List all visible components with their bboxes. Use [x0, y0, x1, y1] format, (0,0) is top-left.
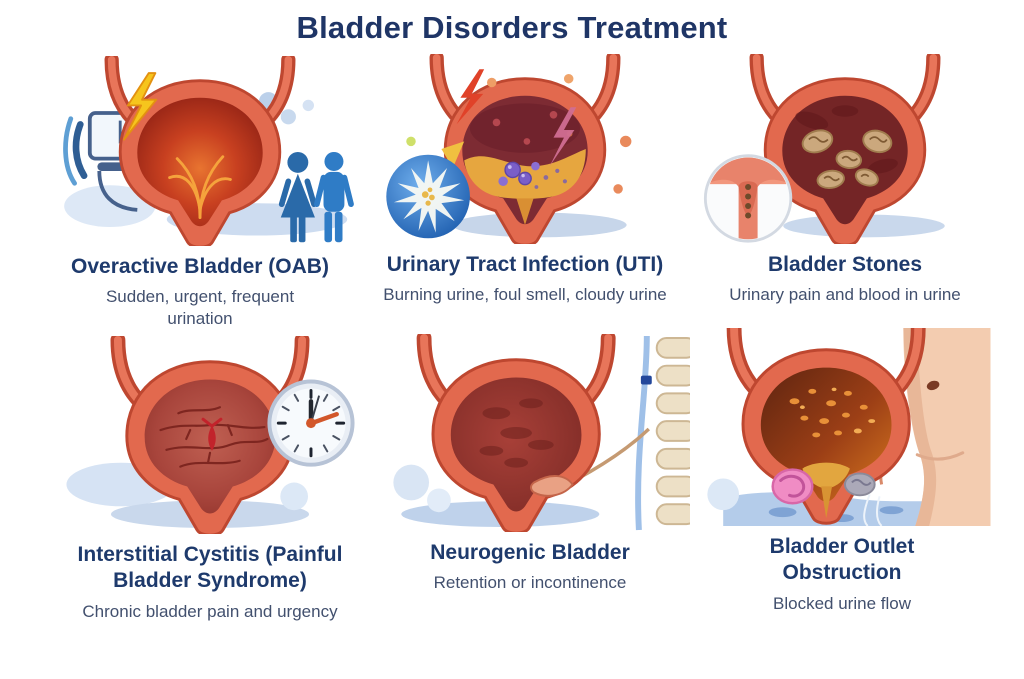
bladder-icon: [757, 58, 934, 244]
stones-icon: [801, 129, 893, 190]
panel-description: Retention or incontinence: [433, 573, 627, 593]
clock-icon: [267, 379, 355, 467]
prostate-icon: [771, 468, 814, 505]
panel-description: Sudden, urgent, frequent urination: [105, 287, 295, 329]
panel-heading: Urinary Tract Infection (UTI): [386, 253, 664, 276]
panel-description: Blocked urine flow: [773, 593, 911, 613]
panel-neurogenic: Neurogenic Bladder Retention or incontin…: [370, 334, 690, 594]
panel-description: Burning urine, foul smell, cloudy urine: [383, 285, 667, 305]
panel-heading: Bladder Outlet Obstruction: [769, 535, 915, 585]
panel-heading: Interstitial Cystitis (Painful Bladder S…: [77, 543, 343, 593]
ic-illustration: [40, 336, 380, 534]
pain-bolt-inner-icon: [549, 107, 577, 167]
panel-heading: Neurogenic Bladder: [430, 541, 630, 564]
panel-heading: Bladder Stones: [767, 253, 923, 276]
male-female-icon: [278, 151, 354, 243]
panel-description: Chronic bladder pain and urgency: [82, 601, 338, 621]
boo-illustration: [672, 328, 1012, 526]
panel-outlet-obstruction: Bladder Outlet Obstruction Blocked urine…: [672, 328, 1012, 615]
lightning-icon: [123, 72, 158, 141]
drip-lines: [863, 493, 883, 526]
panel-heading: Overactive Bladder (OAB): [71, 255, 329, 278]
bladder-icon: [424, 338, 608, 532]
panel-uti: Urinary Tract Infection (UTI) Burning ur…: [360, 54, 690, 306]
page-title: Bladder Disorders Treatment: [296, 10, 728, 45]
bladder-icon: [118, 340, 302, 534]
panel-bladder-stones: Bladder Stones Urinary pain and blood in…: [680, 54, 1010, 306]
microbe-badge-icon: [386, 141, 470, 239]
panel-interstitial-cystitis: Interstitial Cystitis (Painful Bladder S…: [40, 336, 380, 623]
bacteria-icon: [498, 161, 567, 189]
oab-illustration: [30, 56, 370, 246]
bladder-icon: [112, 60, 289, 246]
stones-illustration: [680, 54, 1010, 244]
bladder-icon: [734, 328, 918, 523]
floating-dots: [406, 73, 632, 194]
urethra-inset-icon: [703, 154, 793, 243]
bladder-icon: [437, 58, 614, 244]
panel-overactive-bladder: Overactive Bladder (OAB) Sudden, urgent,…: [30, 56, 370, 330]
neurogenic-illustration: [370, 334, 690, 532]
uti-illustration: [360, 54, 690, 244]
panel-description: Urinary pain and blood in urine: [729, 285, 961, 305]
